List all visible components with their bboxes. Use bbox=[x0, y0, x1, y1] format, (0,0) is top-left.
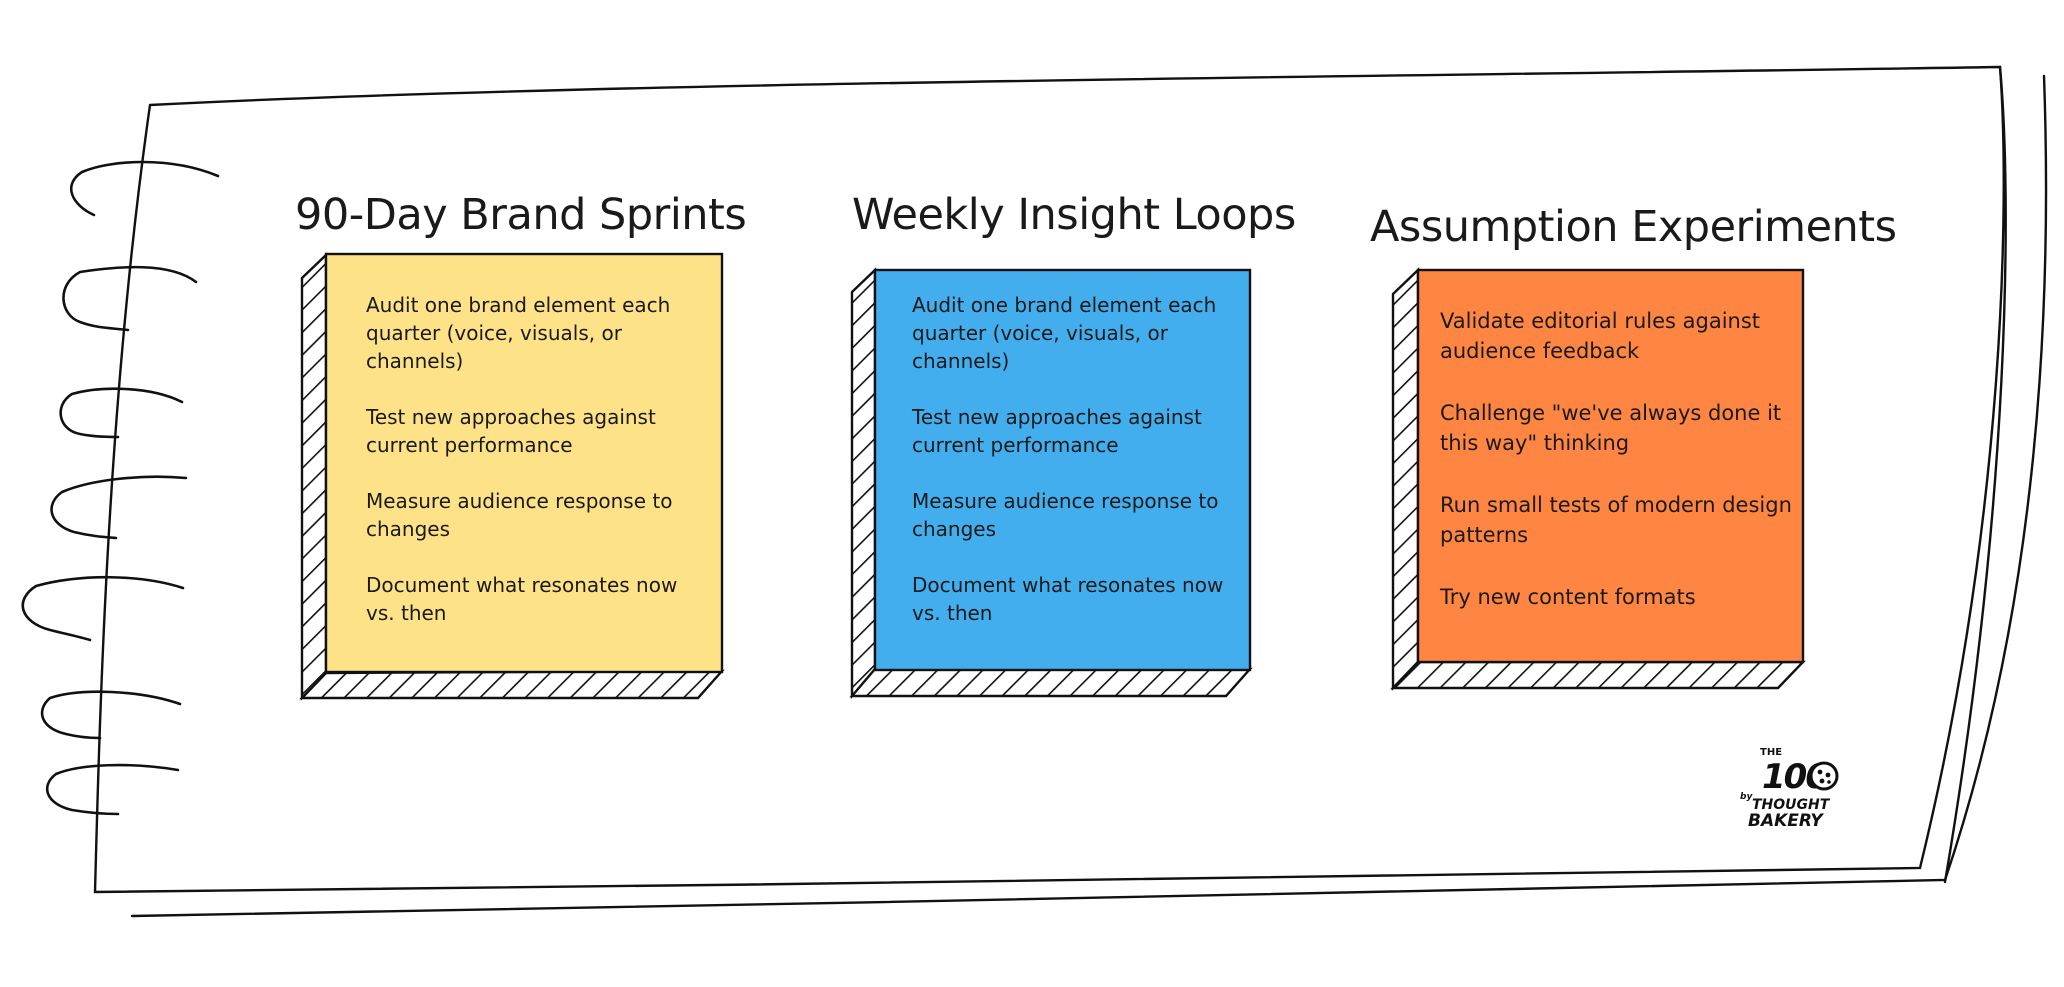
card-weekly-insight-loops bbox=[849, 267, 1253, 700]
card-title: 90-Day Brand Sprints bbox=[295, 190, 747, 240]
logo-line: THE bbox=[1760, 747, 1782, 758]
card-assumption-experiments bbox=[1390, 267, 1806, 691]
card-shadow-left bbox=[1391, 267, 1420, 691]
logo-line: THOUGHT bbox=[1752, 797, 1831, 813]
card-shadow-bottom bbox=[849, 667, 1253, 698]
card-shadow-bottom bbox=[299, 669, 725, 700]
card-item: Document what resonates now vs. then bbox=[912, 573, 1224, 625]
sticky-note bbox=[324, 252, 724, 674]
card-shadow-left bbox=[300, 252, 328, 701]
card-title: Weekly Insight Loops bbox=[852, 190, 1296, 240]
logo-line: by bbox=[1740, 792, 1753, 802]
notebook-frame bbox=[93, 65, 2048, 918]
card-title: Assumption Experiments bbox=[1370, 202, 1897, 252]
sticky-note bbox=[873, 268, 1252, 672]
card-item: Audit one brand element each quarter (vo… bbox=[366, 293, 671, 373]
card-item: Measure audience response to changes bbox=[366, 489, 673, 541]
spiral-binding bbox=[21, 160, 220, 816]
logo-line: BAKERY bbox=[1748, 811, 1824, 831]
cookie-icon bbox=[1809, 761, 1839, 791]
thought-bakery-logo: THE 100 by THOUGHT BAKERY bbox=[1740, 747, 1839, 831]
card-item: Run small tests of modern design pattern… bbox=[1440, 493, 1792, 547]
card-item: Try new content formats bbox=[1440, 585, 1696, 609]
card-body: Audit one brand element each quarter (vo… bbox=[366, 291, 711, 627]
card-item: Document what resonates now vs. then bbox=[366, 573, 678, 625]
card-90-day-brand-sprints bbox=[299, 252, 725, 701]
card-item: Measure audience response to changes bbox=[912, 489, 1219, 541]
card-item: Challenge "we've always done it this way… bbox=[1440, 401, 1782, 455]
card-item: Test new approaches against current perf… bbox=[366, 405, 656, 457]
card-body: Audit one brand element each quarter (vo… bbox=[912, 291, 1247, 627]
card-body: Validate editorial rules against audienc… bbox=[1440, 306, 1795, 612]
card-item: Test new approaches against current perf… bbox=[912, 405, 1202, 457]
card-shadow-bottom bbox=[1390, 660, 1806, 690]
card-item: Audit one brand element each quarter (vo… bbox=[912, 293, 1217, 373]
card-shadow-left bbox=[850, 267, 877, 700]
card-item: Validate editorial rules against audienc… bbox=[1440, 309, 1761, 363]
sticky-note bbox=[1416, 268, 1805, 664]
